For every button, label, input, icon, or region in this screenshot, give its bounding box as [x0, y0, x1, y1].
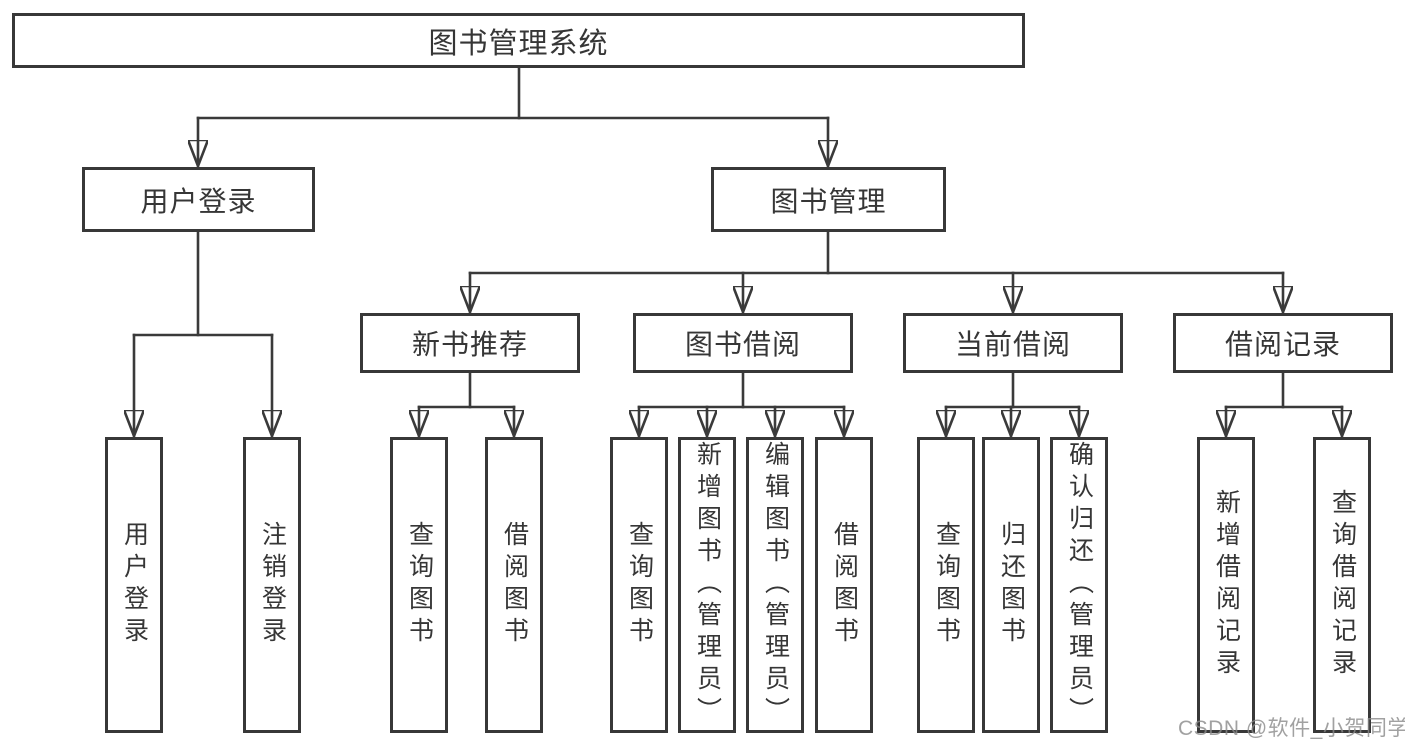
leaf-edit-books-admin-label: 编辑图书（管理员） [761, 441, 790, 729]
node-book-borrowing: 图书借阅 [633, 313, 853, 373]
leaf-query-books-recommend: 查询图书 [390, 437, 448, 733]
leaf-query-books-borrowing: 查询图书 [610, 437, 668, 733]
leaf-query-books-borrowing-label: 查询图书 [625, 521, 654, 649]
node-book-management: 图书管理 [711, 167, 946, 232]
leaf-query-borrow-record: 查询借阅记录 [1313, 437, 1371, 733]
node-borrowing-records: 借阅记录 [1173, 313, 1393, 373]
leaf-logout-label: 注销登录 [258, 521, 287, 649]
csdn-watermark: CSDN @软件_小贺同学 [1178, 717, 1405, 740]
leaf-borrow-books-recommend: 借阅图书 [485, 437, 543, 733]
node-current-borrowing: 当前借阅 [903, 313, 1123, 373]
leaf-query-books-current-label: 查询图书 [932, 521, 961, 649]
leaf-query-books-current: 查询图书 [917, 437, 975, 733]
leaf-borrow-books-recommend-label: 借阅图书 [500, 521, 529, 649]
leaf-user-login: 用户登录 [105, 437, 163, 733]
leaf-borrow-books: 借阅图书 [815, 437, 873, 733]
node-user-login: 用户登录 [82, 167, 315, 232]
leaf-user-login-label: 用户登录 [120, 521, 149, 649]
leaf-return-books-label: 归还图书 [997, 521, 1026, 649]
leaf-query-books-recommend-label: 查询图书 [405, 521, 434, 649]
leaf-add-books-admin: 新增图书（管理员） [678, 437, 736, 733]
leaf-query-borrow-record-label: 查询借阅记录 [1328, 489, 1357, 681]
leaf-logout: 注销登录 [243, 437, 301, 733]
leaf-confirm-return-admin: 确认归还（管理员） [1050, 437, 1108, 733]
leaf-return-books: 归还图书 [982, 437, 1040, 733]
leaf-edit-books-admin: 编辑图书（管理员） [746, 437, 804, 733]
leaf-add-books-admin-label: 新增图书（管理员） [693, 441, 722, 729]
node-new-book-recommend: 新书推荐 [360, 313, 580, 373]
node-library-management-system: 图书管理系统 [12, 13, 1025, 68]
leaf-add-borrow-record: 新增借阅记录 [1197, 437, 1255, 733]
leaf-borrow-books-label: 借阅图书 [830, 521, 859, 649]
leaf-add-borrow-record-label: 新增借阅记录 [1212, 489, 1241, 681]
leaf-confirm-return-admin-label: 确认归还（管理员） [1065, 441, 1094, 729]
